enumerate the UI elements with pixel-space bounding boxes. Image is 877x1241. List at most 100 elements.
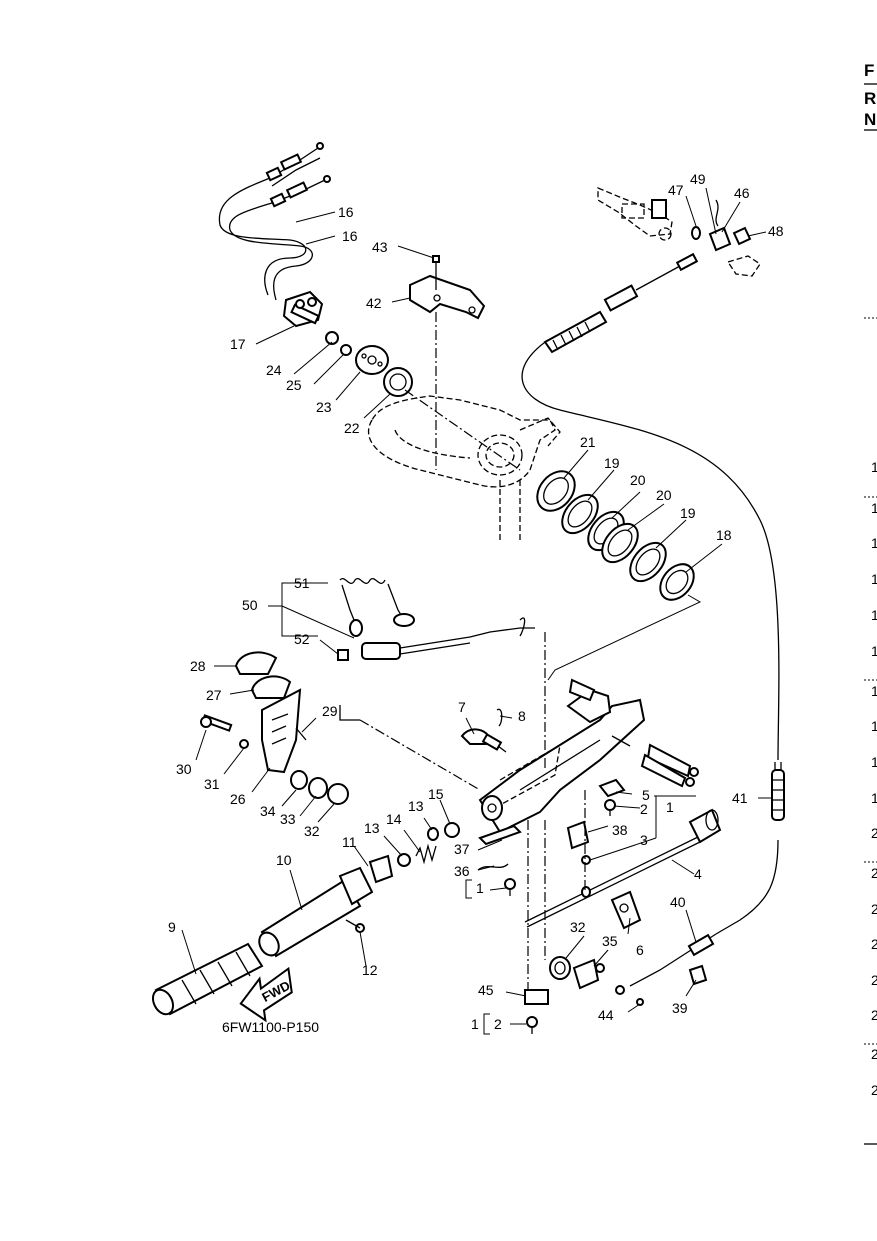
edge-digit: 1 [871,571,877,587]
callout-31: 31 [204,776,220,792]
callout-16: 16 [338,204,354,220]
callout-5: 5 [642,787,650,803]
callout-16: 16 [342,228,358,244]
engine-stop-lanyard [337,578,535,661]
callout-44: 44 [598,1007,614,1023]
callout-47: 47 [668,182,684,198]
callout-14: 14 [386,811,402,827]
center-line [404,389,521,471]
friction-knob [460,708,507,753]
callout-15: 15 [428,786,444,802]
edge-digit: 1 [871,500,877,516]
edge-digit: 2 [871,1046,877,1062]
shift-rod [524,808,722,928]
leader-lines [181,187,772,1035]
rod-clamp [610,890,642,930]
friction-parts [325,331,413,397]
edge-digit: 2 [871,825,877,841]
bottom-plate [524,989,549,1034]
callout-51: 51 [294,575,310,591]
diagram-code: 6FW1100-P150 [222,1019,319,1035]
callout-27: 27 [206,687,222,703]
callout-19: 19 [680,505,696,521]
callout-1: 1 [476,880,484,896]
callout-2: 2 [494,1016,502,1032]
callout-9: 9 [168,919,176,935]
callout-18: 18 [716,527,732,543]
callout-36: 36 [454,863,470,879]
callout-6: 6 [636,942,644,958]
edge-digit: 2 [871,901,877,917]
callout-13: 13 [364,820,380,836]
header-letter: F [864,61,874,80]
callout-11: 11 [342,834,357,850]
leader-line [547,594,702,681]
callout-38: 38 [612,822,628,838]
callout-41: 41 [732,790,748,806]
callout-46: 46 [734,185,750,201]
callout-23: 23 [316,399,332,415]
callout-13: 13 [408,798,424,814]
callout-37: 37 [454,841,470,857]
shift-cable [521,252,785,935]
steering-bracket [409,255,486,320]
callout-26: 26 [230,791,246,807]
callout-43: 43 [372,239,388,255]
stop-switch-cover [200,651,360,805]
right-edge-index-column: 1 1 1 1 1 1 1 1 1 1 2 2 2 2 2 2 2 2 [864,317,877,1145]
header-letter: R [864,89,876,108]
callout-52: 52 [294,631,310,647]
edge-digit: 1 [871,459,877,475]
control-cables [218,142,331,301]
edge-digit: 1 [871,607,877,623]
callout-34: 34 [260,803,276,819]
cable-holder [282,290,324,328]
lower-bushings [549,956,605,990]
edge-digit: 2 [871,936,877,952]
callout-1: 1 [471,1016,479,1032]
callout-24: 24 [266,362,282,378]
callout-21: 21 [580,434,596,450]
center-line [359,719,481,791]
callout-12: 12 [362,962,378,978]
callout-32: 32 [570,919,586,935]
callout-labels: 1 1 1 2 2 3 3 4 5 6 7 8 9 10 11 12 13 13… [168,171,784,1032]
edge-digit: 1 [871,718,877,734]
callout-30: 30 [176,761,192,777]
edge-digit: 2 [871,1007,877,1023]
callout-48: 48 [768,223,784,239]
callout-28: 28 [190,658,206,674]
callout-20: 20 [656,487,672,503]
callout-50: 50 [242,597,258,613]
callout-1: 1 [666,799,674,815]
callout-19: 19 [604,455,620,471]
edge-digit: 1 [871,643,877,659]
edge-digit: 1 [871,535,877,551]
edge-digit: 2 [871,865,877,881]
callout-20: 20 [630,472,646,488]
callout-49: 49 [690,171,706,187]
callout-45: 45 [478,982,494,998]
callout-22: 22 [344,420,360,436]
shift-linkage [597,187,761,277]
callout-3: 3 [640,832,648,848]
small-lever [477,824,522,871]
callout-42: 42 [366,295,382,311]
header-letter: N [864,110,876,129]
callout-32: 32 [304,823,320,839]
bushing-stack [536,470,695,601]
callout-35: 35 [602,933,618,949]
callout-17: 17 [230,336,246,352]
edge-digit: 1 [871,790,877,806]
callout-7: 7 [458,699,466,715]
edge-digit: 1 [871,683,877,699]
callout-4: 4 [694,866,702,882]
callout-33: 33 [280,811,296,827]
forward-direction-arrow: FWD [239,966,293,1023]
body-fasteners [504,778,626,896]
callout-10: 10 [276,852,292,868]
callout-2: 2 [640,801,648,817]
edge-digit: 1 [871,754,877,770]
callout-39: 39 [672,1000,688,1016]
